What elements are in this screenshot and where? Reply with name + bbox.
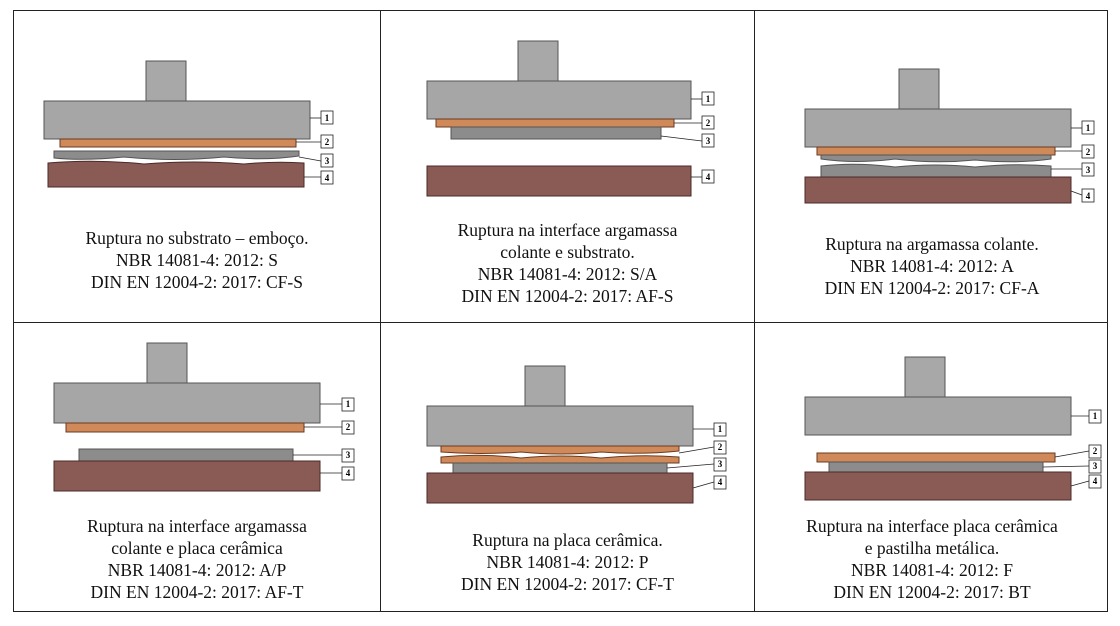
caption-line: NBR 14081-4: 2012: F (851, 560, 1013, 580)
caption-line: e pastilha metálica. (864, 538, 1000, 558)
panel-substrate-failure: 1 2 3 4 Ruptura no substrato – emboço. N… (14, 11, 380, 322)
caption-line: Ruptura na interface argamassa (87, 516, 307, 536)
panel-caption: Ruptura na interface argamassa colante e… (14, 515, 380, 603)
panel-interface-ceramic-metal: 1 2 3 4 Ruptura na interface placa cerâm… (755, 323, 1109, 613)
caption-line: colante e substrato. (500, 242, 635, 262)
diagram-ceramic-failure: 1 2 3 4 (426, 365, 727, 504)
caption-line: colante e placa cerâmica (111, 538, 283, 558)
diagram-label: 4 (1086, 191, 1091, 201)
table-divider (754, 11, 755, 611)
caption-line: NBR 14081-4: 2012: S/A (477, 264, 658, 284)
caption-line: Ruptura no substrato – emboço. (85, 228, 309, 248)
diagram-label: 2 (346, 422, 351, 432)
caption-line: Ruptura na interface placa cerâmica (806, 516, 1058, 536)
diagram-label: 1 (325, 113, 330, 123)
diagram-interface-mortar-substrate: 1 2 3 4 (426, 40, 715, 197)
diagram-label: 4 (346, 468, 351, 478)
caption-line: DIN EN 12004-2: 2017: AF-T (90, 582, 304, 602)
caption-line: Ruptura na placa cerâmica. (472, 530, 663, 550)
diagram-mortar-failure: 1 2 3 4 (804, 68, 1095, 204)
panel-caption: Ruptura na interface placa cerâmica e pa… (755, 515, 1109, 603)
diagram-substrate-failure: 1 2 3 4 (43, 60, 334, 188)
diagram-label: 3 (346, 450, 351, 460)
panel-interface-mortar-ceramic: 1 2 3 4 Ruptura na interface argamassa c… (14, 323, 380, 613)
caption-line: Ruptura na argamassa colante. (825, 234, 1039, 254)
panel-caption: Ruptura no substrato – emboço. NBR 14081… (14, 227, 380, 293)
diagram-label: 1 (1086, 123, 1091, 133)
panel-ceramic-failure: 1 2 3 4 Ruptura na placa cerâmica. NBR 1… (381, 323, 754, 613)
diagram-label: 3 (1093, 461, 1098, 471)
caption-line: DIN EN 12004-2: 2017: CF-A (824, 278, 1040, 298)
diagram-interface-ceramic-metal: 1 2 3 4 (804, 356, 1102, 501)
caption-line: Ruptura na interface argamassa (457, 220, 678, 240)
diagram-label: 4 (718, 477, 723, 487)
diagram-label: 4 (1093, 476, 1098, 486)
diagram-label: 3 (325, 156, 330, 166)
failure-modes-table: 1 2 3 4 Ruptura no substrato – emboço. N… (13, 10, 1108, 612)
caption-line: DIN EN 12004-2: 2017: BT (833, 582, 1031, 602)
diagram-label: 4 (325, 173, 330, 183)
caption-line: NBR 14081-4: 2012: A/P (107, 560, 287, 580)
caption-line: DIN EN 12004-2: 2017: CF-S (91, 272, 303, 292)
caption-line: NBR 14081-4: 2012: P (486, 552, 649, 572)
diagram-label: 3 (706, 136, 711, 146)
caption-line: DIN EN 12004-2: 2017: AF-S (461, 286, 674, 306)
caption-line: DIN EN 12004-2: 2017: CF-T (461, 574, 674, 594)
diagram-label: 3 (718, 459, 723, 469)
diagram-label: 2 (718, 442, 723, 452)
diagram-label: 1 (1093, 411, 1098, 421)
panel-caption: Ruptura na argamassa colante. NBR 14081-… (755, 233, 1109, 299)
panel-interface-mortar-substrate: 1 2 3 4 Ruptura na interface argamassa c… (381, 11, 754, 322)
caption-line: NBR 14081-4: 2012: S (116, 250, 278, 270)
caption-line: NBR 14081-4: 2012: A (850, 256, 1014, 276)
diagram-interface-mortar-ceramic: 1 2 3 4 (53, 342, 355, 492)
diagram-label: 3 (1086, 165, 1091, 175)
diagram-label: 2 (706, 118, 711, 128)
diagram-label: 2 (1086, 147, 1091, 157)
table-divider (14, 322, 1107, 323)
panel-mortar-failure: 1 2 3 4 Ruptura na argamassa colante. NB… (755, 11, 1109, 322)
diagram-label: 1 (706, 94, 711, 104)
diagram-label: 2 (1093, 446, 1098, 456)
panel-caption: Ruptura na interface argamassa colante e… (381, 219, 754, 307)
diagram-label: 4 (706, 172, 711, 182)
panel-caption: Ruptura na placa cerâmica. NBR 14081-4: … (381, 529, 754, 595)
diagram-label: 2 (325, 137, 330, 147)
diagram-label: 1 (346, 399, 351, 409)
table-divider (380, 11, 381, 611)
diagram-label: 1 (718, 424, 723, 434)
